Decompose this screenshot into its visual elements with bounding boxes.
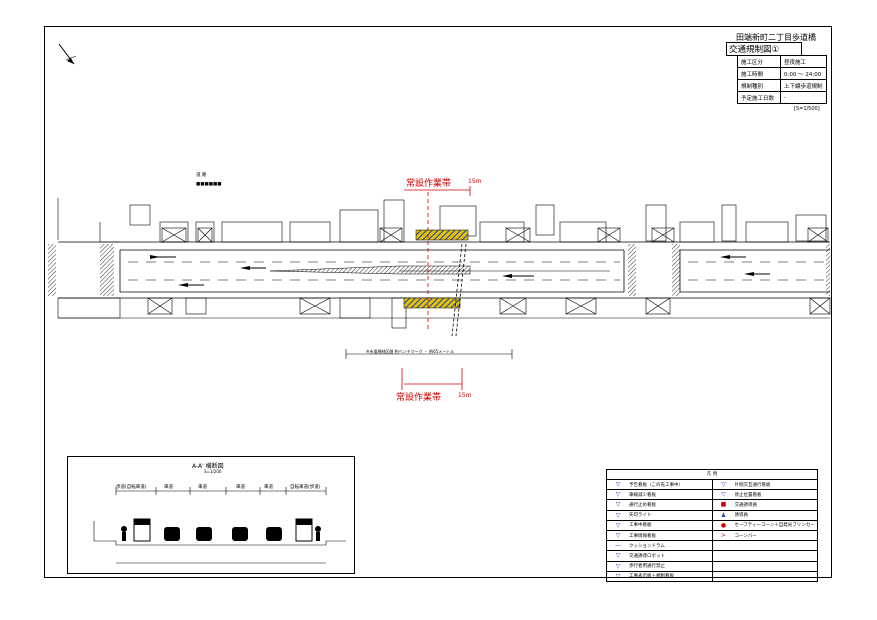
work-zone-bottom — [403, 297, 461, 309]
legend-item: ▽車線減少看板 — [607, 490, 712, 501]
crosswalks — [48, 244, 830, 296]
legend-item: ▽工事中看板 — [607, 521, 712, 531]
bar-icon: ≻ — [720, 532, 727, 540]
sign-icon: ▽ — [615, 501, 621, 509]
vehicles — [121, 518, 321, 542]
legend-item: ▽通行止め看板 — [607, 500, 712, 511]
legend-item: ▽工事表示板＋規制看板 — [607, 572, 712, 581]
legend-right-column: ▽片側交互通行看板 ▽停止位置看板 ■交通誘導員 ♟誘導員 ●セーフティーコーン… — [712, 480, 818, 581]
cross-section-panel: A-A' 横断図 S=1/200 歩道(自転車道) 車道 車道 車道 車道 自転… — [67, 456, 355, 574]
lane-label: 歩道(自転車道) — [116, 485, 147, 490]
legend-item: ♟誘導員 — [712, 511, 817, 521]
legend-item: ▽停止位置看板 — [712, 490, 817, 501]
legend-item: ▽歩行者用通行禁止 — [607, 562, 712, 572]
sign-icon: ▽ — [615, 491, 621, 499]
offset-bottom: 15m — [458, 392, 472, 399]
work-zone-label-bottom: 常設作業帯 — [396, 393, 442, 403]
legend-table: 凡 例 ▽予告看板（この先工事中） ▽車線減少看板 ▽通行止め看板 ▽矢印ライト… — [606, 469, 818, 582]
legend-item — [712, 551, 817, 562]
lane-markings — [128, 261, 826, 281]
legend-item: ■交通誘導員 — [712, 500, 817, 511]
legend-title: 凡 例 — [607, 470, 817, 480]
legend-item: ▽交通誘導ロボット — [607, 551, 712, 562]
line-icon: — — [615, 542, 621, 550]
drawing-frame — [44, 26, 832, 578]
info-row: 施工区分昼夜施工 — [737, 55, 827, 68]
guard-icon: ♟ — [720, 511, 727, 519]
lane-arrows — [150, 255, 770, 287]
scale-note: [S=1/500] — [794, 106, 820, 112]
dimension-line — [345, 349, 513, 359]
legend-item: ▽矢印ライト — [607, 511, 712, 521]
building-label: ■■■■■■ — [196, 182, 222, 187]
lane-label: 車道 — [164, 485, 173, 490]
section-title: A-A' 横断図 — [192, 463, 224, 470]
median-taper — [269, 265, 471, 275]
structures-top — [161, 227, 829, 243]
sign-icon: ▽ — [615, 552, 621, 560]
buildings-bottom — [57, 297, 831, 329]
dot-icon: ● — [720, 521, 727, 529]
legend-item: ▽片側交互通行看板 — [712, 480, 817, 491]
sign-icon: ▽ — [721, 491, 726, 499]
sign-icon: ▽ — [615, 532, 621, 540]
north-arrow-icon — [58, 43, 77, 65]
project-name: 田端新町二丁目歩道橋 — [736, 33, 816, 42]
sign-icon: ▽ — [615, 562, 621, 570]
legend-item — [713, 572, 818, 581]
work-zone-label-top: 常設作業帯 — [406, 179, 452, 189]
legend-item: ●セーフティーコーン＋自発光ブリンカー — [712, 521, 817, 531]
legend-item: —クッションドラム — [607, 541, 712, 552]
dimension-note: ※歩道規制区間 約ベンチマーク ・ 約65メートル — [366, 349, 455, 354]
sign-icon: ▽ — [615, 511, 621, 519]
lane-label: 車道 — [198, 485, 207, 490]
road-label: 道 路 — [196, 173, 207, 178]
work-zone-top — [415, 229, 469, 241]
work-zone-markers — [401, 186, 471, 390]
legend-left-column: ▽予告看板（この先工事中） ▽車線減少看板 ▽通行止め看板 ▽矢印ライト ▽工事… — [607, 480, 713, 581]
sign-icon: ▽ — [615, 521, 621, 529]
legend-item — [712, 562, 817, 572]
block-icon: ■ — [720, 501, 727, 509]
legend-item: ▽工事情報看板 — [607, 531, 712, 542]
legend-item — [712, 541, 817, 552]
legend-item: ▽予告看板（この先工事中） — [607, 480, 712, 491]
info-row: 予定施工日数- — [737, 91, 827, 104]
section-drawing — [93, 487, 346, 564]
sign-icon: ▽ — [721, 481, 726, 489]
legend-item: ≻コーンバー — [712, 531, 817, 542]
sign-icon: ▽ — [615, 572, 621, 580]
section-subtitle: S=1/200 — [204, 469, 222, 474]
sign-icon: ▽ — [615, 481, 621, 489]
lane-label: 車道 — [264, 485, 273, 490]
lane-label: 自転車道(歩道) — [290, 485, 321, 490]
lane-label: 車道 — [236, 485, 245, 490]
offset-top: 15m — [468, 178, 482, 185]
